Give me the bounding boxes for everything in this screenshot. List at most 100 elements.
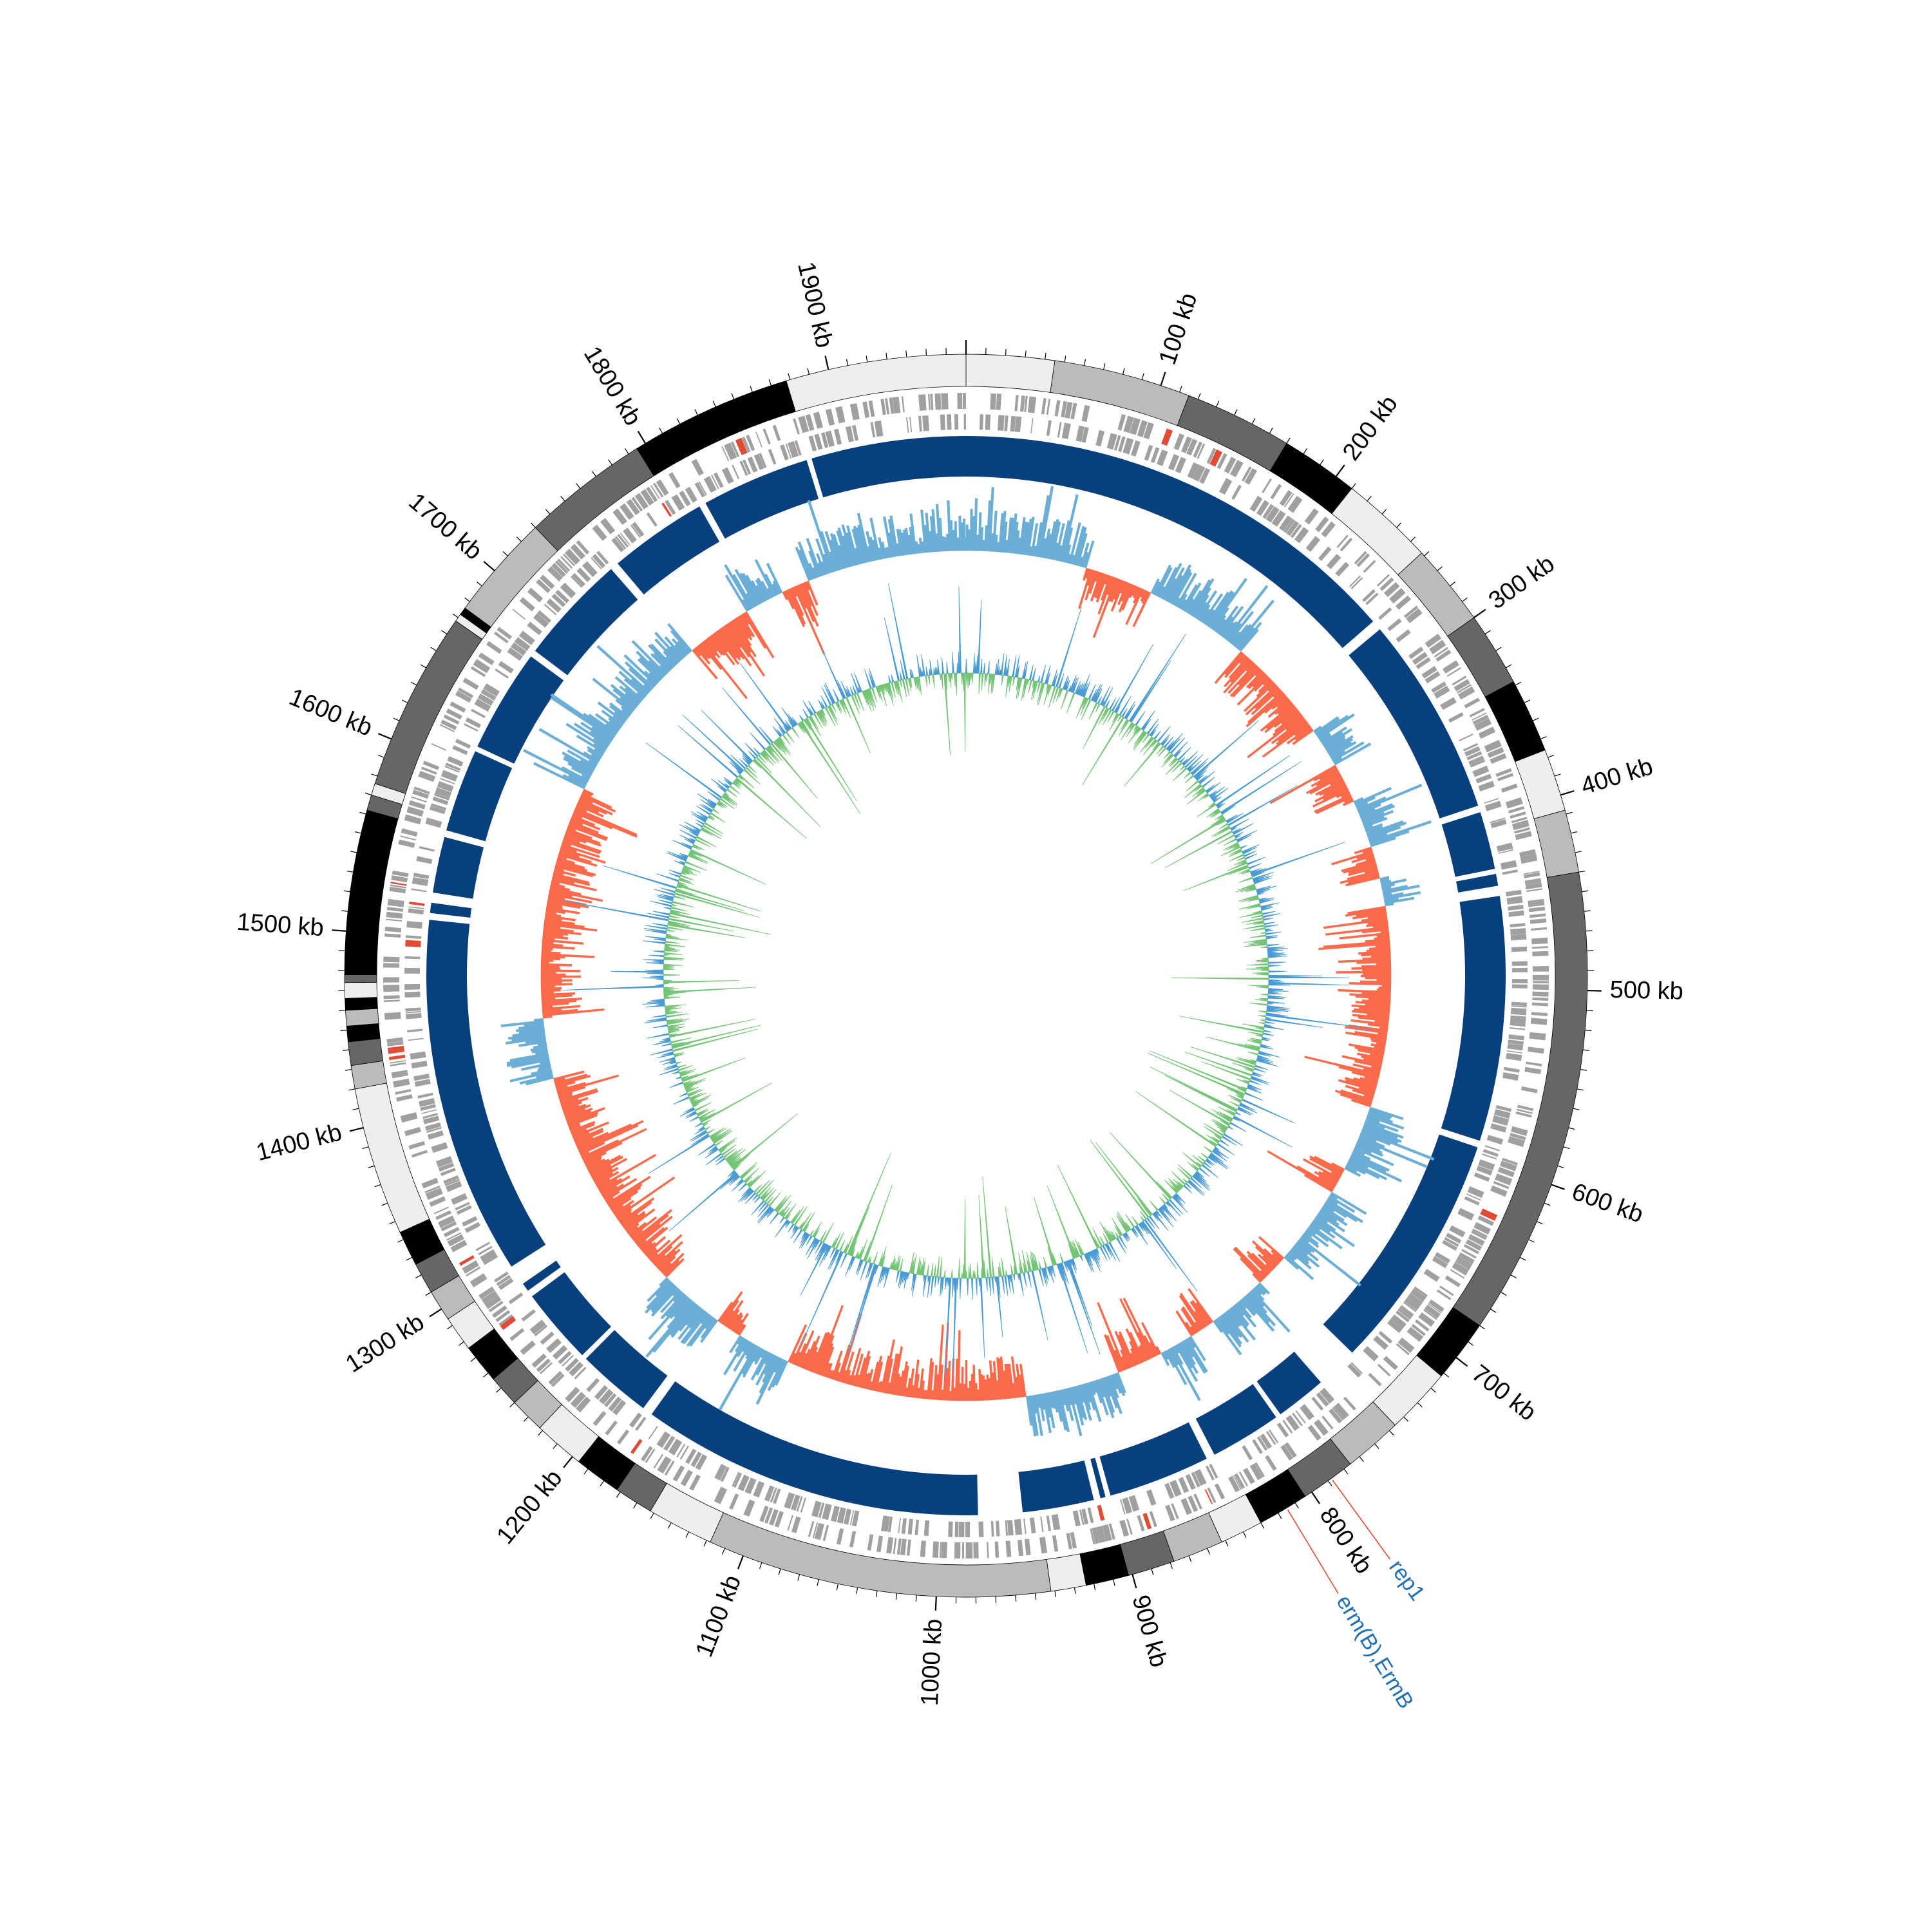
- gc-skew-bar: [1080, 674, 1090, 697]
- cds-forward: [835, 406, 846, 424]
- gc-skew-bar: [972, 1271, 975, 1279]
- gc-content-bar: [1050, 521, 1061, 560]
- gc-skew-bar: [1019, 1263, 1022, 1274]
- gc-content-bar: [1365, 976, 1392, 980]
- gc-content-bar: [578, 798, 613, 816]
- gc-skew-bar: [685, 838, 695, 845]
- gc-content-bar: [806, 538, 822, 577]
- gc-skew-bar: [1018, 1273, 1024, 1296]
- gc-content-bar: [1128, 585, 1137, 598]
- gc-content-bar: [970, 509, 973, 551]
- gc-skew-bar: [1134, 1226, 1148, 1245]
- gc-skew-bar: [986, 673, 989, 682]
- cds-reverse: [1416, 657, 1431, 669]
- cds-reverse: [544, 603, 557, 616]
- gc-content-bar: [729, 1335, 742, 1354]
- gc-skew-bar: [1183, 864, 1249, 891]
- minor-tick: [1034, 1593, 1037, 1600]
- gc-skew-bar: [1247, 1039, 1262, 1045]
- gc-content-bar: [1363, 1122, 1404, 1139]
- gc-skew-bar: [1203, 793, 1210, 799]
- cds-reverse: [612, 1399, 627, 1416]
- minor-tick: [362, 1146, 369, 1150]
- gc-content-bar: [1287, 1251, 1298, 1260]
- cds-forward: [1123, 415, 1134, 433]
- gc-skew-bar: [1187, 1180, 1204, 1197]
- gc-content-bar: [837, 1344, 851, 1382]
- cds-forward: [1214, 1483, 1226, 1500]
- cds-reverse: [1432, 1256, 1448, 1269]
- gc-skew-bar: [882, 1267, 887, 1280]
- gc-content-bar: [545, 913, 562, 918]
- gc-content-bar: [664, 636, 685, 659]
- gc-skew-bar: [1253, 875, 1269, 882]
- gc-content-bar: [1182, 1306, 1200, 1332]
- gc-skew-bar: [1092, 1249, 1100, 1263]
- gc-skew-bar: [1163, 753, 1173, 764]
- minor-tick: [1113, 1579, 1115, 1586]
- gc-skew-bar: [709, 1128, 724, 1139]
- gc-skew-bar: [1108, 1241, 1121, 1262]
- gc-content-bar: [733, 1341, 752, 1372]
- gc-skew-bar: [821, 648, 845, 699]
- cds-reverse: [739, 460, 748, 476]
- gc-skew-bar: [896, 1256, 901, 1271]
- gc-skew-bar: [755, 756, 773, 774]
- gc-content-bar: [506, 1056, 550, 1067]
- cds-forward: [575, 1396, 591, 1413]
- gc-content-bar: [797, 541, 815, 580]
- cds-forward: [868, 400, 875, 417]
- minor-tick: [1505, 664, 1512, 668]
- gc-skew-bar: [1001, 1258, 1005, 1276]
- minor-tick: [712, 401, 716, 408]
- gc-content-bar: [576, 1123, 632, 1150]
- gc-skew-bar: [757, 1179, 774, 1197]
- gc-skew-bar: [855, 1251, 859, 1258]
- gc-skew-bar: [671, 1043, 692, 1050]
- gc-content-bar: [602, 1183, 625, 1198]
- gc-skew-bar: [936, 667, 939, 675]
- gc-content-bar: [509, 1052, 549, 1062]
- gc-skew-bar: [1102, 1245, 1111, 1260]
- gc-skew-bar: [1056, 687, 1062, 702]
- gc-content-bar: [1351, 1070, 1379, 1080]
- gc-skew-bar: [805, 1237, 817, 1256]
- gc-skew-bar: [788, 1223, 795, 1233]
- gc-skew-bar: [1174, 750, 1182, 758]
- cds-reverse: [406, 1013, 422, 1019]
- gc-skew-bar: [1133, 724, 1139, 731]
- gc-content-bar: [1072, 526, 1085, 565]
- gc-content-bar: [1214, 1318, 1242, 1356]
- cds-reverse: [1209, 1463, 1218, 1479]
- gc-skew-bar: [701, 709, 753, 762]
- gc-skew-bar: [1123, 1233, 1130, 1241]
- gc-skew-bar: [1122, 1233, 1128, 1242]
- gc-content-bar: [1211, 607, 1229, 631]
- gc-content-bar: [574, 807, 638, 836]
- cds-forward: [408, 800, 426, 810]
- cds-reverse: [1014, 1519, 1023, 1535]
- gc-content-bar: [757, 577, 770, 600]
- gc-skew-bar: [1102, 687, 1113, 707]
- gc-content-bar: [1352, 1010, 1390, 1016]
- gc-content-bar: [1068, 1387, 1083, 1437]
- gc-skew-bar: [1266, 1007, 1291, 1010]
- cds-reverse: [1378, 607, 1392, 620]
- gc-skew-bar: [1238, 895, 1259, 902]
- gc-skew-bar: [712, 808, 720, 814]
- cds-reverse: [1262, 504, 1274, 519]
- cds-forward: [387, 1041, 404, 1046]
- gc-skew-bar: [1135, 1091, 1217, 1148]
- gc-content-bar: [540, 977, 562, 980]
- cds-forward: [393, 1078, 410, 1088]
- gc-content-bar: [600, 1175, 630, 1195]
- gc-content-bar: [1119, 1331, 1136, 1367]
- cds-forward: [630, 1439, 643, 1454]
- gc-content-bar: [1357, 1052, 1383, 1061]
- gc-skew-bar: [1078, 683, 1085, 696]
- gc-content-bar: [542, 1008, 605, 1017]
- gc-content-bar: [1285, 1254, 1314, 1280]
- gc-skew-bar: [1216, 802, 1223, 808]
- gc-skew-bar: [878, 1253, 884, 1267]
- minor-tick: [1575, 851, 1582, 853]
